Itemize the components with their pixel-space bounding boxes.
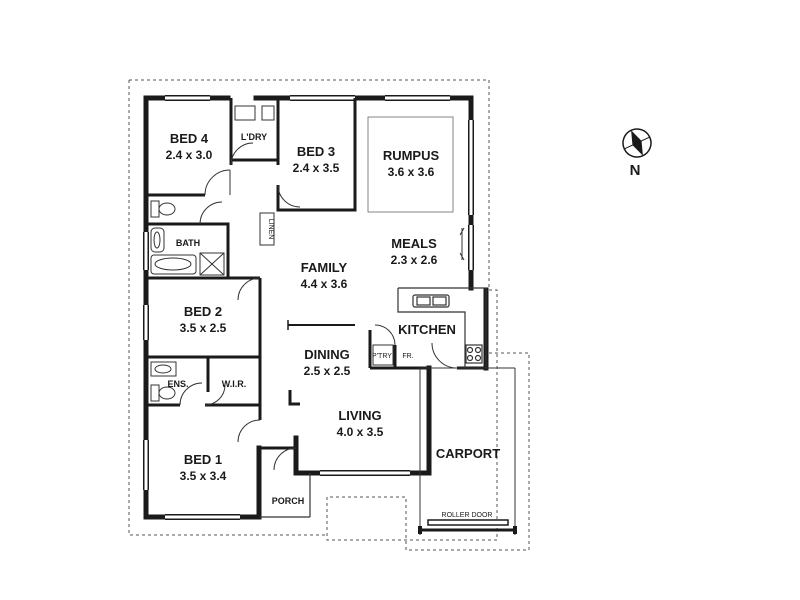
wall-stub [288, 390, 300, 406]
room-name-linen: LINEN [267, 219, 274, 240]
room-name-carport: CARPORT [436, 446, 500, 461]
room-dims-meals: 2.3 x 2.6 [391, 253, 438, 267]
room-name-bed3: BED 3 [297, 144, 335, 159]
porch [259, 473, 311, 518]
room-name-kitchen: KITCHEN [398, 322, 456, 337]
room-dims-family: 4.4 x 3.6 [301, 277, 348, 291]
kitchen-bench [397, 287, 487, 368]
room-dims-rumpus: 3.6 x 3.6 [388, 165, 435, 179]
room-name-laundry: L'DRY [241, 132, 267, 142]
room-dims-bed4: 2.4 x 3.0 [166, 148, 213, 162]
interior-walls [146, 98, 486, 450]
room-name-fridge: FR. [402, 353, 413, 360]
room-name-bed4: BED 4 [170, 131, 209, 146]
windows [143, 95, 474, 520]
room-dims-bed1: 3.5 x 3.4 [180, 469, 227, 483]
roller-door [418, 519, 517, 534]
room-name-rumpus: RUMPUS [383, 148, 440, 163]
door-swings [179, 142, 465, 471]
room-name-bed1: BED 1 [184, 452, 222, 467]
room-labels: BED 4 2.4 x 3.0 L'DRY BED 3 2.4 x 3.5 RU… [166, 131, 501, 519]
site-boundary [128, 79, 530, 551]
room-dims-living: 4.0 x 3.5 [337, 425, 384, 439]
room-name-wir: W.I.R. [222, 379, 247, 389]
rumpus-area [367, 116, 454, 213]
room-dims-bed2: 3.5 x 2.5 [180, 321, 227, 335]
room-name-bath: BATH [176, 238, 200, 248]
room-dims-bed3: 2.4 x 3.5 [293, 161, 340, 175]
bathroom-fixtures [150, 105, 394, 402]
room-name-bed2: BED 2 [184, 304, 222, 319]
compass: N [622, 128, 652, 179]
carport [419, 367, 516, 535]
compass-icon [622, 128, 652, 158]
room-name-pantry: P'TRY [372, 353, 392, 360]
room-name-porch: PORCH [272, 496, 305, 506]
room-name-family: FAMILY [301, 260, 348, 275]
room-dims-dining: 2.5 x 2.5 [304, 364, 351, 378]
room-name-ensuite: ENS. [167, 379, 188, 389]
room-name-dining: DINING [304, 347, 350, 362]
roller-door-label: ROLLER DOOR [442, 512, 493, 519]
room-name-meals: MEALS [391, 236, 437, 251]
compass-north-label: N [630, 162, 641, 179]
room-name-living: LIVING [338, 408, 381, 423]
